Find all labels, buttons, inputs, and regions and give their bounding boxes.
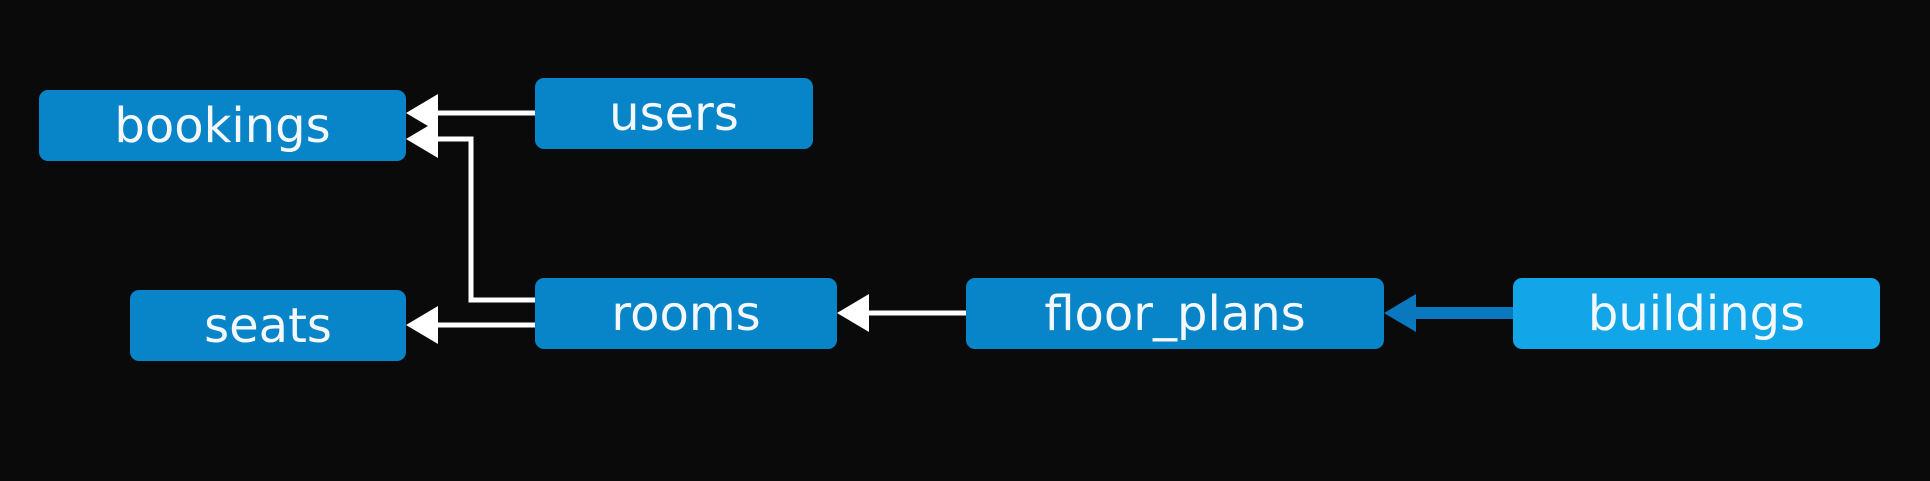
node-floor-plans[interactable]: floor_plans [966,278,1384,349]
edge-floor_plans-to-rooms [837,294,966,332]
edge-buildings-to-floor_plans [1384,294,1513,332]
node-rooms[interactable]: rooms [535,278,837,349]
node-users[interactable]: users [535,78,813,149]
arrowhead-icon [837,294,869,332]
node-seats[interactable]: seats [130,290,406,361]
node-buildings[interactable]: buildings [1513,278,1880,349]
edge-rooms-to-seats [406,306,535,344]
arrowhead-icon [406,306,438,344]
arrowhead-icon [406,94,438,132]
node-bookings[interactable]: bookings [39,90,406,161]
arrowhead-icon [406,120,438,158]
edge-users-to-bookings [406,94,535,132]
edge-rooms-to-bookings [406,120,535,303]
arrowhead-icon [1384,294,1416,332]
